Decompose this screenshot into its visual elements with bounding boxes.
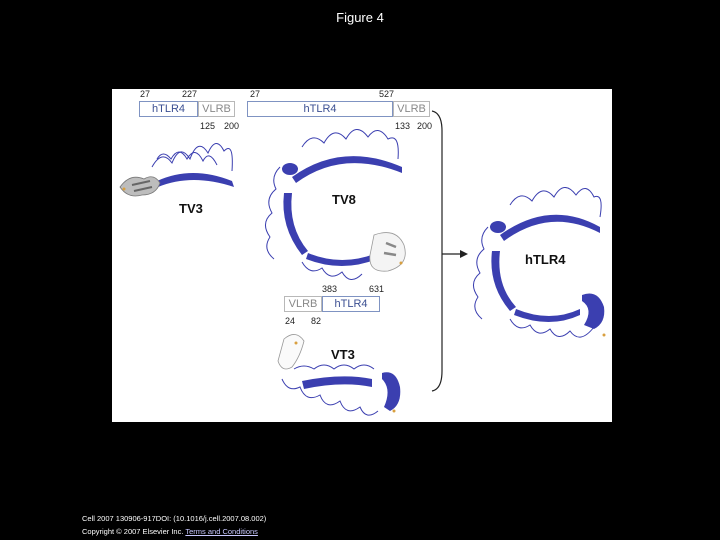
vt3-structure-image	[277, 334, 401, 416]
tv8-vlrb-end: 200	[417, 121, 433, 131]
tv8-tlr4-end: 527	[379, 89, 395, 99]
vt3-tlr4-start: 383	[322, 284, 338, 294]
tv8-label: TV8	[332, 192, 356, 207]
vt3-tlr4-domain: hTLR4	[322, 296, 380, 312]
vt3-vlrb-domain: VLRB	[284, 296, 322, 312]
tv3-structure-image	[119, 143, 234, 197]
tv3-tlr4-domain: hTLR4	[139, 101, 198, 117]
bracket-arrow	[431, 110, 468, 392]
figure-title: Figure 4	[336, 10, 384, 25]
tv3-vlrb-start: 125	[200, 121, 216, 131]
htlr4-structure-image	[473, 187, 606, 338]
citation: Cell 2007 130906-917DOI: (10.1016/j.cell…	[82, 514, 267, 523]
figure-panel: 27 227 hTLR4 VLRB 125 200 27 527 hTLR4 V…	[112, 89, 612, 422]
vt3-vlrb-start: 24	[285, 316, 296, 326]
copyright-line: Copyright © 2007 Elsevier Inc. Terms and…	[82, 527, 258, 536]
tv8-vlrb-start: 133	[395, 121, 411, 131]
copyright-text: Copyright © 2007 Elsevier Inc.	[82, 527, 184, 536]
tv8-tlr4-domain: hTLR4	[247, 101, 393, 117]
vt3-label: VT3	[331, 347, 355, 362]
vt3-tlr4-end: 631	[369, 284, 385, 294]
tv3-tlr4-end: 227	[182, 89, 198, 99]
vt3-vlrb-end: 82	[311, 316, 322, 326]
tv8-vlrb-domain: VLRB	[393, 101, 430, 117]
tv3-vlrb-end: 200	[224, 121, 240, 131]
tv3-tlr4-start: 27	[140, 89, 151, 99]
tv8-tlr4-start: 27	[250, 89, 261, 99]
htlr4-label: hTLR4	[525, 252, 566, 267]
tv3-vlrb-domain: VLRB	[198, 101, 235, 117]
terms-link[interactable]: Terms and Conditions	[185, 527, 258, 536]
tv8-structure-image	[265, 129, 406, 280]
tv3-label: TV3	[179, 201, 203, 216]
